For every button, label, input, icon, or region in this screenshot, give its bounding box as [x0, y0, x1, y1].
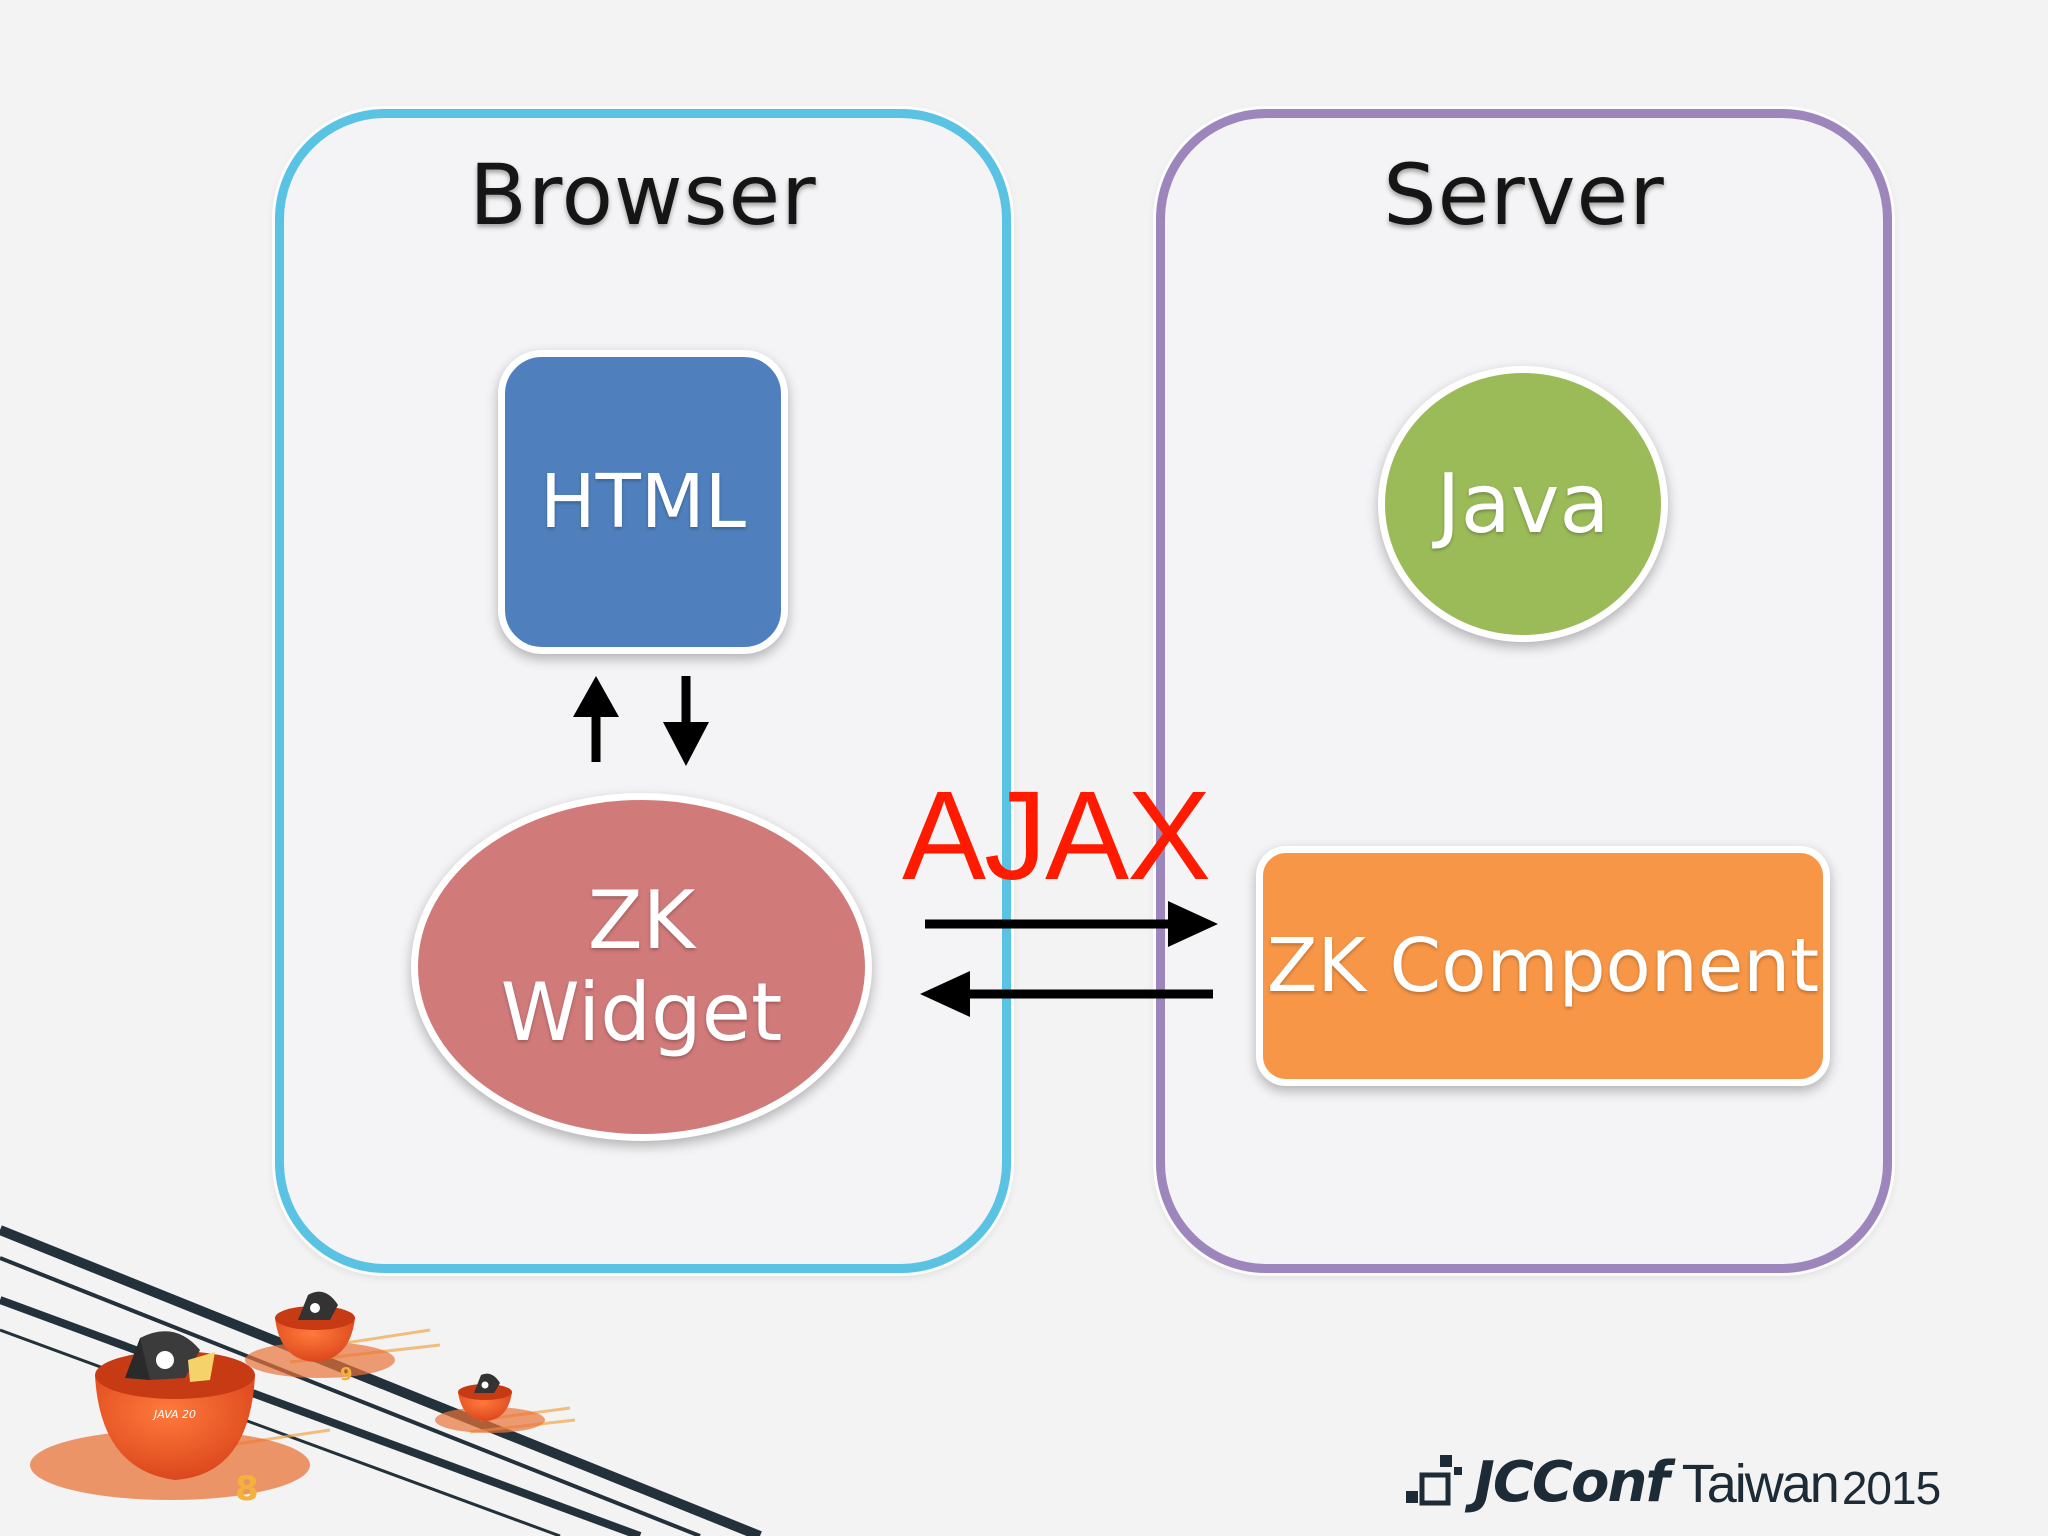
server-panel: Server [1156, 109, 1892, 1273]
zk-widget-label-line2: Widget [500, 966, 783, 1059]
server-title: Server [1383, 146, 1665, 244]
zk-component-label: ZK Component [1266, 923, 1820, 1009]
mascot-badge: JAVA 20 [152, 1408, 196, 1421]
java-node-label: Java [1436, 456, 1610, 552]
zk-widget-label-line1: ZK [587, 874, 696, 967]
brand-year: 2015 [1841, 1462, 1941, 1514]
svg-text:9: 9 [340, 1364, 353, 1385]
mascot-medium-icon: 9 [245, 1291, 395, 1385]
zk-component-node: ZK Component [1256, 846, 1830, 1086]
brand-name: JCConf [1474, 1450, 1670, 1515]
ajax-label: AJAX [902, 765, 1211, 906]
mascot-large-icon: JAVA 20 8 [30, 1331, 310, 1509]
html-node-label: HTML [540, 459, 746, 545]
java-node: Java [1378, 366, 1668, 642]
mascot-small-icon [435, 1373, 545, 1433]
html-node: HTML [498, 350, 788, 654]
brand-location: Taiwan [1681, 1454, 1840, 1514]
jcconf-logo-icon [1406, 1455, 1462, 1506]
browser-title: Browser [469, 146, 817, 244]
svg-text:8: 8 [235, 1469, 259, 1509]
zk-widget-node: ZK Widget [411, 793, 872, 1141]
conference-logo: JCConf Taiwan 2015 [1404, 1441, 1941, 1515]
